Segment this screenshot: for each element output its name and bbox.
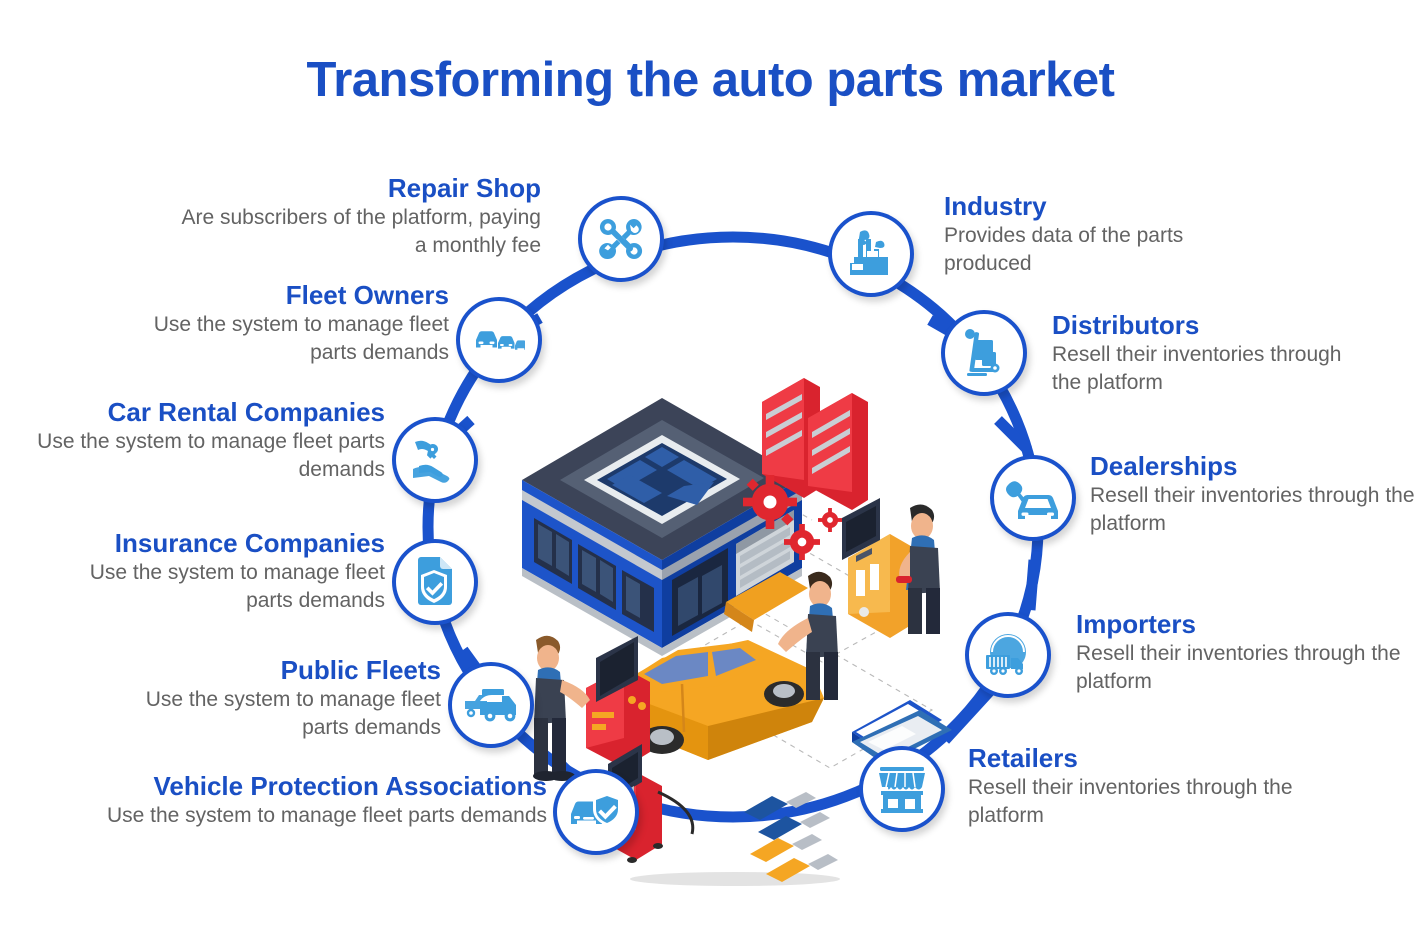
three-cars-icon — [473, 324, 525, 356]
label-repair-shop: Repair Shop Are subscribers of the platf… — [181, 173, 541, 260]
node-retailers[interactable] — [859, 746, 945, 832]
mechanic-at-car — [778, 571, 838, 700]
truck-globe-icon — [982, 632, 1034, 678]
storefront-icon — [877, 765, 927, 813]
repair-shop-building — [522, 398, 802, 656]
page-title: Transforming the auto parts market — [306, 53, 1115, 107]
mechanic-at-diagnostic-machine — [533, 635, 650, 781]
label-retailers: Retailers Resell their inventories throu… — [968, 743, 1318, 830]
label-title: Retailers — [968, 743, 1078, 773]
node-distributors[interactable] — [941, 310, 1027, 396]
label-desc: Resell their inventories through the pla… — [1090, 484, 1415, 535]
document-shield-icon — [413, 556, 457, 608]
label-desc: Use the system to manage fleet parts dem… — [145, 688, 441, 739]
hand-tools — [744, 792, 838, 882]
crossed-wrenches-icon — [595, 213, 647, 265]
node-insurance-companies[interactable] — [392, 539, 478, 625]
node-repair-shop[interactable] — [578, 196, 664, 282]
label-title: Importers — [1076, 609, 1196, 639]
trucks-icon — [464, 685, 518, 725]
label-desc: Use the system to manage fleet parts dem… — [89, 561, 385, 612]
label-importers: Importers Resell their inventories throu… — [1076, 609, 1406, 696]
label-title: Car Rental Companies — [107, 397, 385, 427]
label-insurance-companies: Insurance Companies Use the system to ma… — [45, 528, 385, 615]
red-parts-shelving — [762, 378, 868, 510]
node-car-rental-companies[interactable] — [392, 417, 478, 503]
node-fleet-owners[interactable] — [456, 297, 542, 383]
mechanic-at-computer-desk — [842, 498, 940, 638]
node-public-fleets[interactable] — [448, 662, 534, 748]
label-title: Distributors — [1052, 310, 1200, 340]
label-industry: Industry Provides data of the parts prod… — [944, 191, 1264, 278]
node-vehicle-protection-associations[interactable] — [553, 769, 639, 855]
factory-icon — [846, 229, 896, 279]
node-industry[interactable] — [828, 211, 914, 297]
label-title: Fleet Owners — [285, 280, 449, 310]
label-title: Vehicle Protection Associations — [153, 771, 548, 801]
hand-truck-icon — [961, 328, 1007, 378]
label-fleet-owners: Fleet Owners Use the system to manage fl… — [119, 280, 449, 367]
car-shield-icon — [569, 790, 623, 834]
label-desc: Provides data of the parts produced — [944, 224, 1184, 275]
isometric-auto-repair-shop-illustration — [522, 378, 952, 882]
label-car-rental-companies: Car Rental Companies Use the system to m… — [35, 397, 385, 484]
label-desc: Use the system to manage fleet parts dem… — [37, 430, 385, 481]
label-desc: Resell their inventories through the pla… — [968, 776, 1293, 827]
label-title: Repair Shop — [387, 173, 541, 203]
car-key-icon — [1006, 477, 1060, 519]
label-title: Public Fleets — [280, 655, 441, 685]
label-distributors: Distributors Resell their inventories th… — [1052, 310, 1372, 397]
node-importers[interactable] — [965, 612, 1051, 698]
label-desc: Resell their inventories through the pla… — [1076, 642, 1401, 693]
label-desc: Use the system to manage fleet parts dem… — [153, 313, 449, 364]
label-desc: Are subscribers of the platform, paying … — [181, 206, 541, 257]
label-title: Industry — [944, 191, 1047, 221]
label-public-fleets: Public Fleets Use the system to manage f… — [111, 655, 441, 742]
label-desc: Use the system to manage fleet parts dem… — [106, 804, 547, 828]
label-dealerships: Dealerships Resell their inventories thr… — [1090, 451, 1420, 538]
key-handoff-icon — [409, 436, 461, 484]
label-desc: Resell their inventories through the pla… — [1052, 343, 1342, 394]
label-vehicle-protection-associations: Vehicle Protection Associations Use the … — [67, 771, 548, 830]
label-title: Dealerships — [1090, 451, 1238, 481]
label-title: Insurance Companies — [114, 528, 385, 558]
node-dealerships[interactable] — [990, 455, 1076, 541]
